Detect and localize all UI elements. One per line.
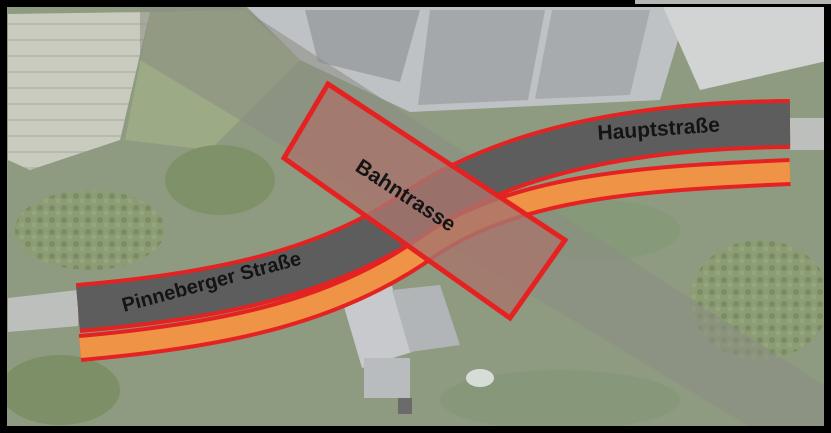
rail-bridge-overlay (280, 80, 569, 322)
vegetation (0, 145, 830, 430)
map-frame-top-gap (635, 0, 831, 4)
houses (342, 285, 494, 414)
existing-roads (8, 118, 831, 332)
